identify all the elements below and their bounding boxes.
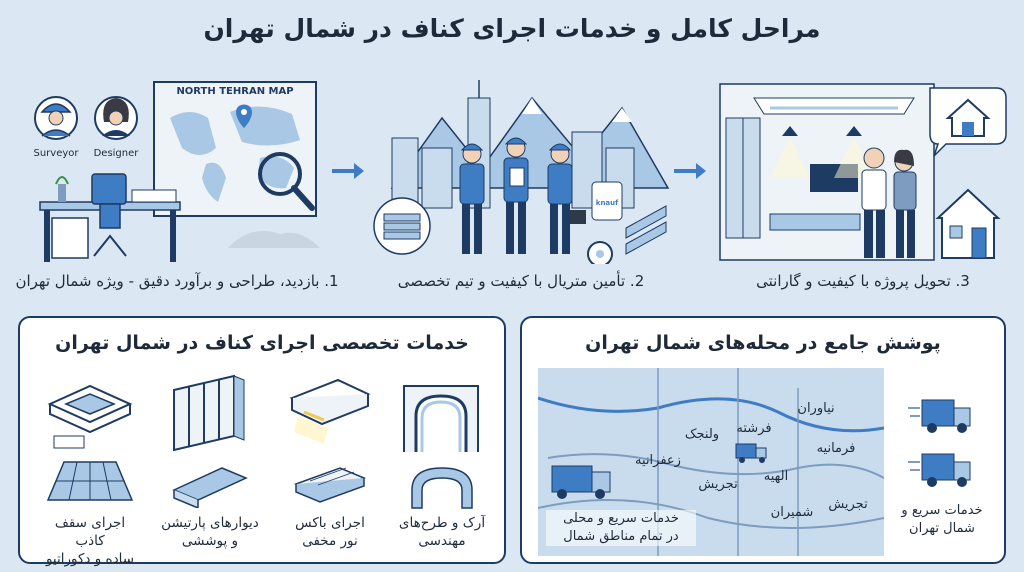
- designer-label: Designer: [94, 148, 140, 159]
- coverage-panel-title: پوشش جامع در محله‌های شمال تهران: [585, 332, 941, 354]
- neighborhood-label: شمیران: [771, 505, 814, 520]
- step-3-caption: 3. تحویل پروژه با کیفیت و گارانتی: [756, 272, 970, 290]
- step-2-caption: 2. تأمین متریال با کیفیت و تیم تخصصی: [397, 272, 645, 290]
- metal-profile-icon: [172, 467, 248, 508]
- house-bubble-icon: [929, 87, 1007, 157]
- light-box-icon: [289, 378, 371, 444]
- neighborhood-label: الهیه: [764, 469, 788, 484]
- map-board: [153, 81, 317, 217]
- arch-icon: [403, 385, 479, 452]
- page-title: مراحل کامل و خدمات اجرای کناف در شمال ته…: [203, 14, 821, 43]
- arch-profile-icon: [411, 467, 473, 509]
- arrow-right-icon: [332, 163, 364, 179]
- map-service-note: خدمات سریع و محلی در تمام مناطق شمال: [546, 510, 696, 546]
- step-1-caption: 1. بازدید، طراحی و برآورد دقیق - ویژه شم…: [15, 272, 339, 290]
- surveyor-avatar: [34, 96, 78, 140]
- service-label-false-ceiling: اجرای سقف کاذب ساده و دکوراتیو: [45, 515, 135, 567]
- desk-illustration: [39, 173, 320, 262]
- false-ceiling-icon: [47, 384, 133, 449]
- coverage-panel: پوشش جامع در محله‌های شمال تهران نیاوران…: [520, 316, 1006, 564]
- service-label-arch: آرک و طرح‌های مهندسی: [398, 515, 486, 549]
- services-panel: خدمات تخصصی اجرای کناف در شمال تهران اجر…: [18, 316, 506, 567]
- delivery-truck-icon: [735, 443, 767, 463]
- partition-wall-icon: [173, 374, 245, 452]
- map-title-label: NORTH TEHRAN MAP: [176, 86, 293, 97]
- happy-clients: [861, 147, 917, 258]
- designer-avatar: [94, 96, 138, 140]
- knauf-box-label: knauf: [596, 199, 619, 207]
- arrow-right-icon: [674, 163, 706, 179]
- surveyor-label: Surveyor: [33, 148, 79, 159]
- service-label-partition: دیوارهای پارتیشن و پوششی: [161, 515, 259, 549]
- delivery-truck-icon: [908, 399, 971, 433]
- gypsum-board-icon: [293, 467, 367, 503]
- neighborhood-label: تجریش: [828, 497, 868, 512]
- neighborhood-label: زعفرانیه: [635, 453, 681, 468]
- service-label-light-box: اجرای باکس نور مخفی: [295, 515, 365, 549]
- materials-stack: [373, 181, 667, 264]
- neighborhood-label: فرشته: [736, 421, 771, 436]
- step-survey-illustration: NORTH TEHRAN MAP Surveyor Designer: [30, 78, 328, 264]
- house-icon: [935, 188, 1001, 259]
- delivery-truck-icon: [551, 465, 611, 499]
- neighborhood-label: تجریش: [698, 477, 738, 492]
- ceiling-grid-icon: [46, 461, 134, 501]
- neighborhood-label: ولنجک: [685, 427, 719, 442]
- step-materials-illustration: knauf: [372, 78, 670, 264]
- workers-team: [459, 137, 586, 254]
- side-service-note: خدمات سریع و شمال تهران: [901, 503, 983, 536]
- step-delivery-illustration: [714, 78, 1012, 264]
- neighborhood-label: فرمانیه: [817, 441, 856, 456]
- delivery-truck-icon: [908, 453, 971, 487]
- services-panel-title: خدمات تخصصی اجرای کناف در شمال تهران: [55, 332, 469, 354]
- neighborhood-label: نیاوران: [797, 401, 834, 416]
